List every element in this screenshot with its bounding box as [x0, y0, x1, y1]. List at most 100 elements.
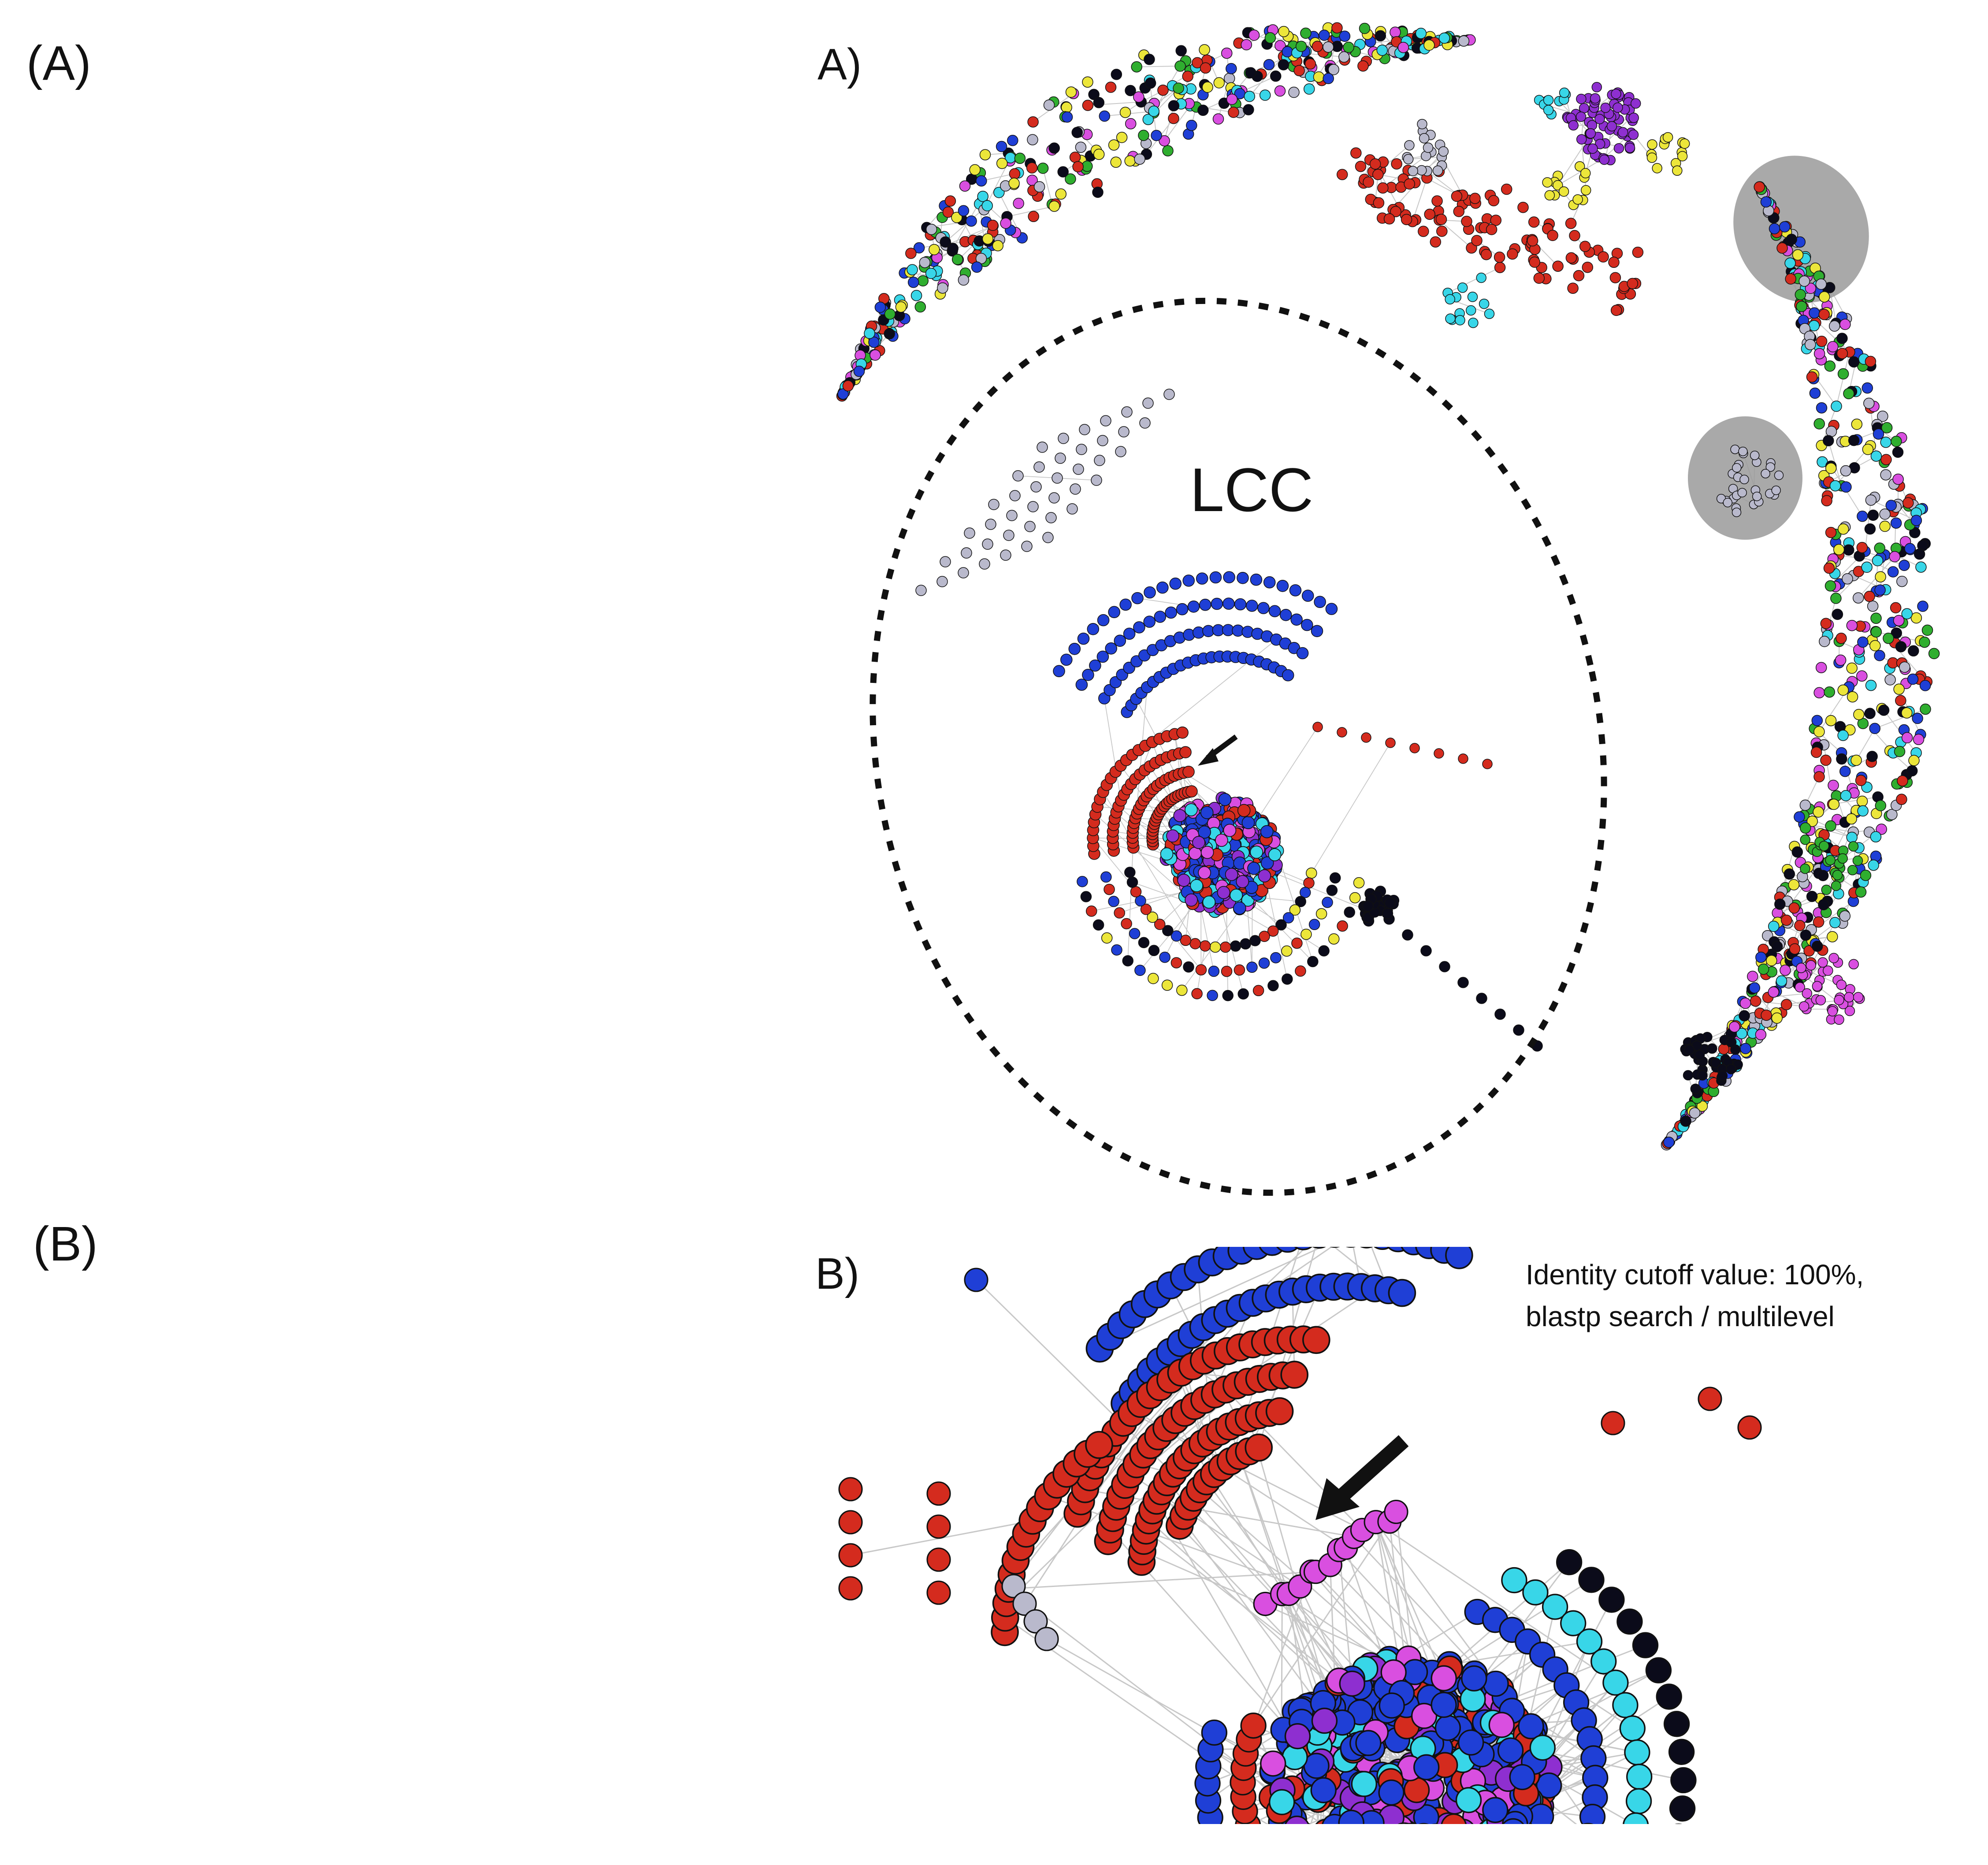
zoom-node	[1569, 1842, 1594, 1865]
lcc-node	[1148, 945, 1160, 957]
network-edge	[1357, 1834, 1423, 1865]
network-node	[1912, 712, 1923, 724]
network-edge	[1532, 1797, 1595, 1824]
network-node	[1813, 771, 1825, 782]
network-node	[1494, 252, 1505, 263]
network-node	[895, 301, 907, 313]
network-edge	[1042, 168, 1053, 204]
network-edge	[1326, 1839, 1411, 1865]
network-node	[1776, 975, 1787, 987]
zoom-node	[1330, 1247, 1340, 1248]
lcc-node	[1223, 823, 1237, 837]
network-node	[1061, 111, 1073, 123]
lcc-node	[1259, 931, 1270, 942]
network-edge	[1810, 922, 1836, 966]
zoom-node	[1413, 1804, 1439, 1824]
network-node	[1282, 46, 1293, 58]
lcc-node	[1165, 606, 1177, 619]
network-edge	[946, 225, 993, 246]
lcc-node	[1053, 665, 1065, 677]
network-node	[1599, 154, 1610, 165]
network-node	[1837, 523, 1849, 535]
network-node	[1825, 463, 1837, 474]
lcc-node	[1009, 490, 1021, 501]
network-node	[1825, 820, 1836, 832]
lcc-node	[1129, 928, 1141, 939]
network-node	[1275, 40, 1286, 52]
lcc-node	[1169, 577, 1182, 590]
network-edge	[1401, 1828, 1453, 1865]
network-node	[1798, 275, 1810, 287]
network-edge	[1375, 1522, 1445, 1679]
zoom-node	[1417, 1858, 1442, 1865]
network-node	[1696, 1100, 1708, 1112]
network-node	[1896, 793, 1907, 805]
lcc-node	[1207, 990, 1218, 1001]
network-node	[1796, 963, 1806, 973]
network-node	[1162, 145, 1174, 156]
network-node	[1357, 60, 1369, 72]
network-node	[1199, 44, 1210, 56]
lcc-node	[1315, 908, 1327, 920]
network-node	[1373, 197, 1385, 209]
lcc-node	[1108, 606, 1120, 618]
lcc-node	[1439, 961, 1450, 972]
network-node	[1430, 236, 1442, 248]
network-node	[1861, 561, 1873, 573]
network-node	[868, 337, 880, 348]
network-node	[1853, 992, 1864, 1002]
network-node	[1547, 230, 1558, 241]
network-node	[1300, 27, 1312, 39]
lcc-node	[1122, 955, 1133, 967]
network-node	[1384, 897, 1396, 909]
zoom-node	[1299, 1823, 1311, 1824]
network-node	[1837, 730, 1849, 741]
zoom-node	[1623, 1812, 1649, 1824]
network-edge	[1447, 267, 1501, 293]
network-node	[1837, 684, 1849, 696]
network-node	[1343, 41, 1354, 53]
lcc-node	[1143, 615, 1156, 628]
lcc-node	[1219, 941, 1231, 953]
lcc-node	[1247, 862, 1260, 875]
network-node	[1610, 304, 1622, 316]
zoom-node	[1311, 1863, 1336, 1865]
network-node	[1833, 544, 1845, 556]
zoom-node	[1311, 1859, 1336, 1865]
lcc-node	[1267, 925, 1279, 937]
zoom-node	[926, 1580, 951, 1605]
network-node	[1791, 846, 1803, 858]
network-node	[982, 233, 994, 245]
network-node	[1774, 471, 1784, 480]
network-node	[1338, 51, 1350, 63]
network-edge	[1137, 66, 1181, 67]
network-node	[1142, 114, 1154, 125]
network-node	[1847, 865, 1858, 875]
network-node	[1880, 454, 1892, 465]
network-node	[1436, 226, 1448, 237]
network-node	[1304, 58, 1316, 70]
network-node	[1186, 119, 1197, 131]
network-node	[1747, 971, 1758, 982]
zoom-node	[1431, 1823, 1440, 1824]
network-node	[1800, 864, 1810, 874]
zoom-node	[1001, 1574, 1026, 1598]
network-node	[1821, 884, 1832, 895]
network-node	[1226, 63, 1237, 74]
zoom-node	[1612, 1692, 1639, 1718]
network-node	[1569, 230, 1580, 241]
lcc-node	[1147, 912, 1158, 923]
network-node	[1809, 307, 1820, 319]
network-node	[1488, 195, 1500, 207]
network-node	[853, 366, 865, 377]
lcc-node	[1237, 804, 1251, 817]
network-node	[1806, 371, 1818, 383]
lcc-node	[1138, 937, 1150, 949]
network-node	[1517, 201, 1529, 213]
lcc-node	[1139, 417, 1151, 429]
network-node	[1864, 708, 1876, 719]
network-node	[1784, 868, 1795, 880]
network-node	[1438, 32, 1450, 44]
lcc-node	[961, 547, 972, 559]
network-edge	[1453, 1840, 1457, 1865]
